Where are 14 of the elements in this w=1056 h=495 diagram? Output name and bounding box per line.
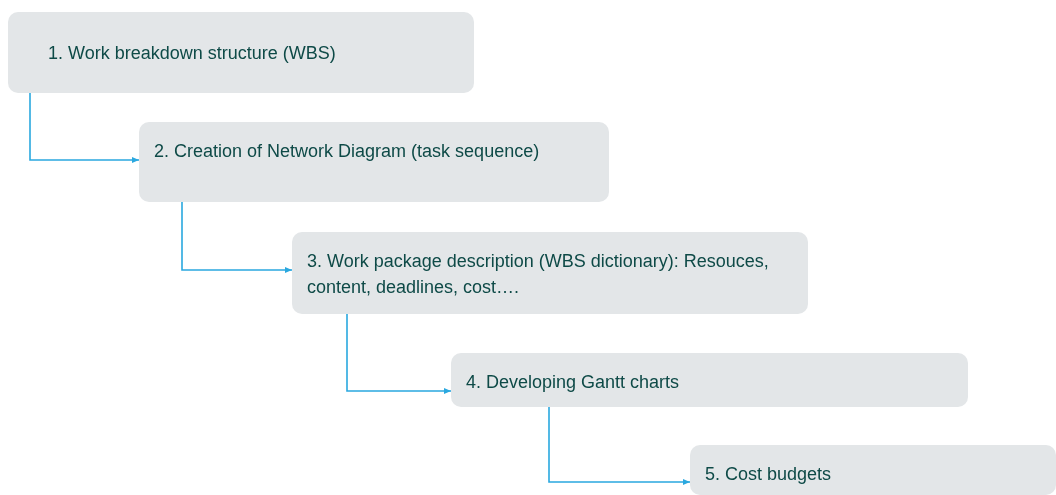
step-box	[8, 12, 474, 93]
step-box	[690, 445, 1056, 495]
connector-arrow	[181, 201, 293, 273]
step-text: 5. Cost budgets	[705, 463, 833, 486]
step-text: 1. Work breakdown structure (WBS)	[48, 42, 337, 65]
step-text: 3. Work package description (WBS dictionary): Resouces, content, deadlines, cost….	[307, 250, 770, 299]
step-box	[451, 353, 968, 407]
step-text: 2. Creation of Network Diagram (task sequence)	[154, 140, 541, 163]
connector-arrow	[548, 406, 691, 485]
step-box	[139, 122, 609, 202]
connector-arrow	[346, 313, 452, 394]
step-text: 4. Developing Gantt charts	[466, 371, 681, 394]
step-box	[292, 232, 808, 314]
connector-arrow	[29, 92, 140, 163]
